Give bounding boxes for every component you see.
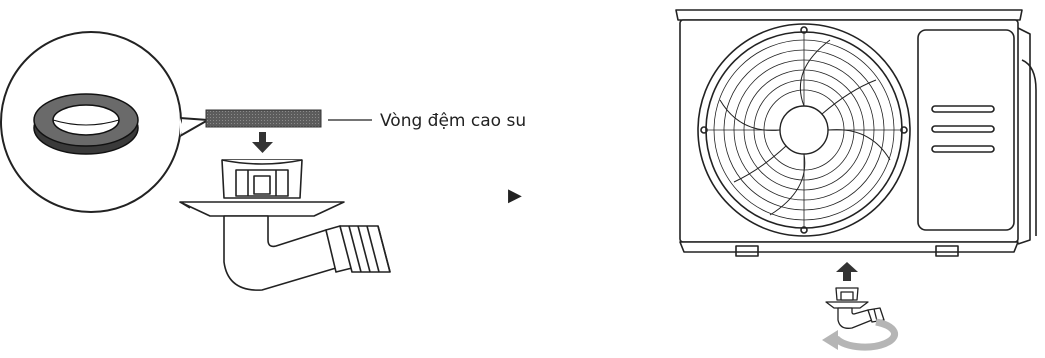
down-arrow-icon bbox=[252, 132, 273, 153]
seal-label: Vòng đệm cao su bbox=[380, 111, 526, 131]
up-arrow-icon bbox=[836, 262, 858, 281]
small-drain-elbow-icon bbox=[826, 288, 884, 328]
rubber-seal-closeup-icon bbox=[1, 32, 208, 212]
rotate-arrow-icon bbox=[822, 322, 895, 350]
rubber-seal-icon bbox=[206, 110, 321, 127]
outdoor-unit-icon bbox=[676, 10, 1036, 256]
play-triangle-icon: ▶ bbox=[508, 186, 522, 204]
drain-elbow-icon bbox=[180, 160, 390, 290]
